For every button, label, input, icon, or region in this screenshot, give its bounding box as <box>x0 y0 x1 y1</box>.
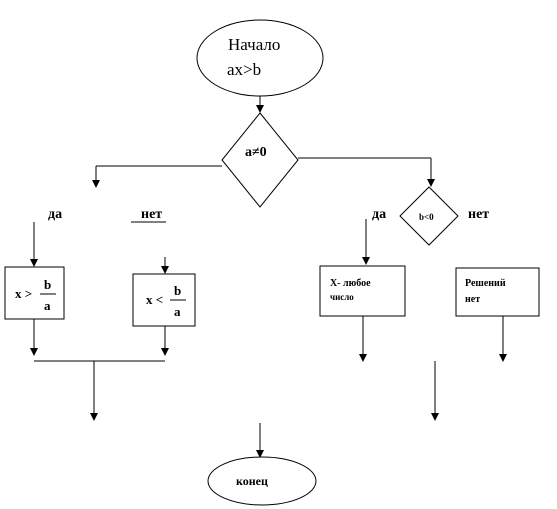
case-yes-box <box>4 266 65 320</box>
box-no-solution-line2: нет <box>465 294 480 305</box>
decision-b-diamond <box>399 186 459 246</box>
decision-main-label: a≠0 <box>245 145 267 160</box>
box-no-solution-line1: Решений <box>465 278 506 289</box>
start-line2: ax>b <box>227 60 261 79</box>
start-line1: Начало <box>228 35 280 54</box>
left-no-label: нет <box>141 207 162 222</box>
decision-main-diamond <box>221 112 299 208</box>
end-label: конец <box>236 474 268 488</box>
box-no-solution <box>455 267 540 317</box>
start-oval <box>196 19 324 97</box>
box-any-line2: число <box>330 292 354 302</box>
end-oval <box>207 456 317 506</box>
case-no-num: b <box>174 283 181 298</box>
decision-b-label: b<0 <box>419 212 434 222</box>
box-any-line1: X- любое <box>330 278 371 289</box>
box-any-number <box>319 265 406 317</box>
right-yes-label: да <box>372 207 386 222</box>
case-yes-den: a <box>44 298 51 313</box>
case-yes-lhs: x > <box>15 286 32 301</box>
case-no-lhs: x < <box>146 292 163 307</box>
case-no-den: a <box>174 304 181 319</box>
right-no-label: нет <box>468 207 489 222</box>
left-yes-label: да <box>48 207 62 222</box>
case-yes-num: b <box>44 277 51 292</box>
